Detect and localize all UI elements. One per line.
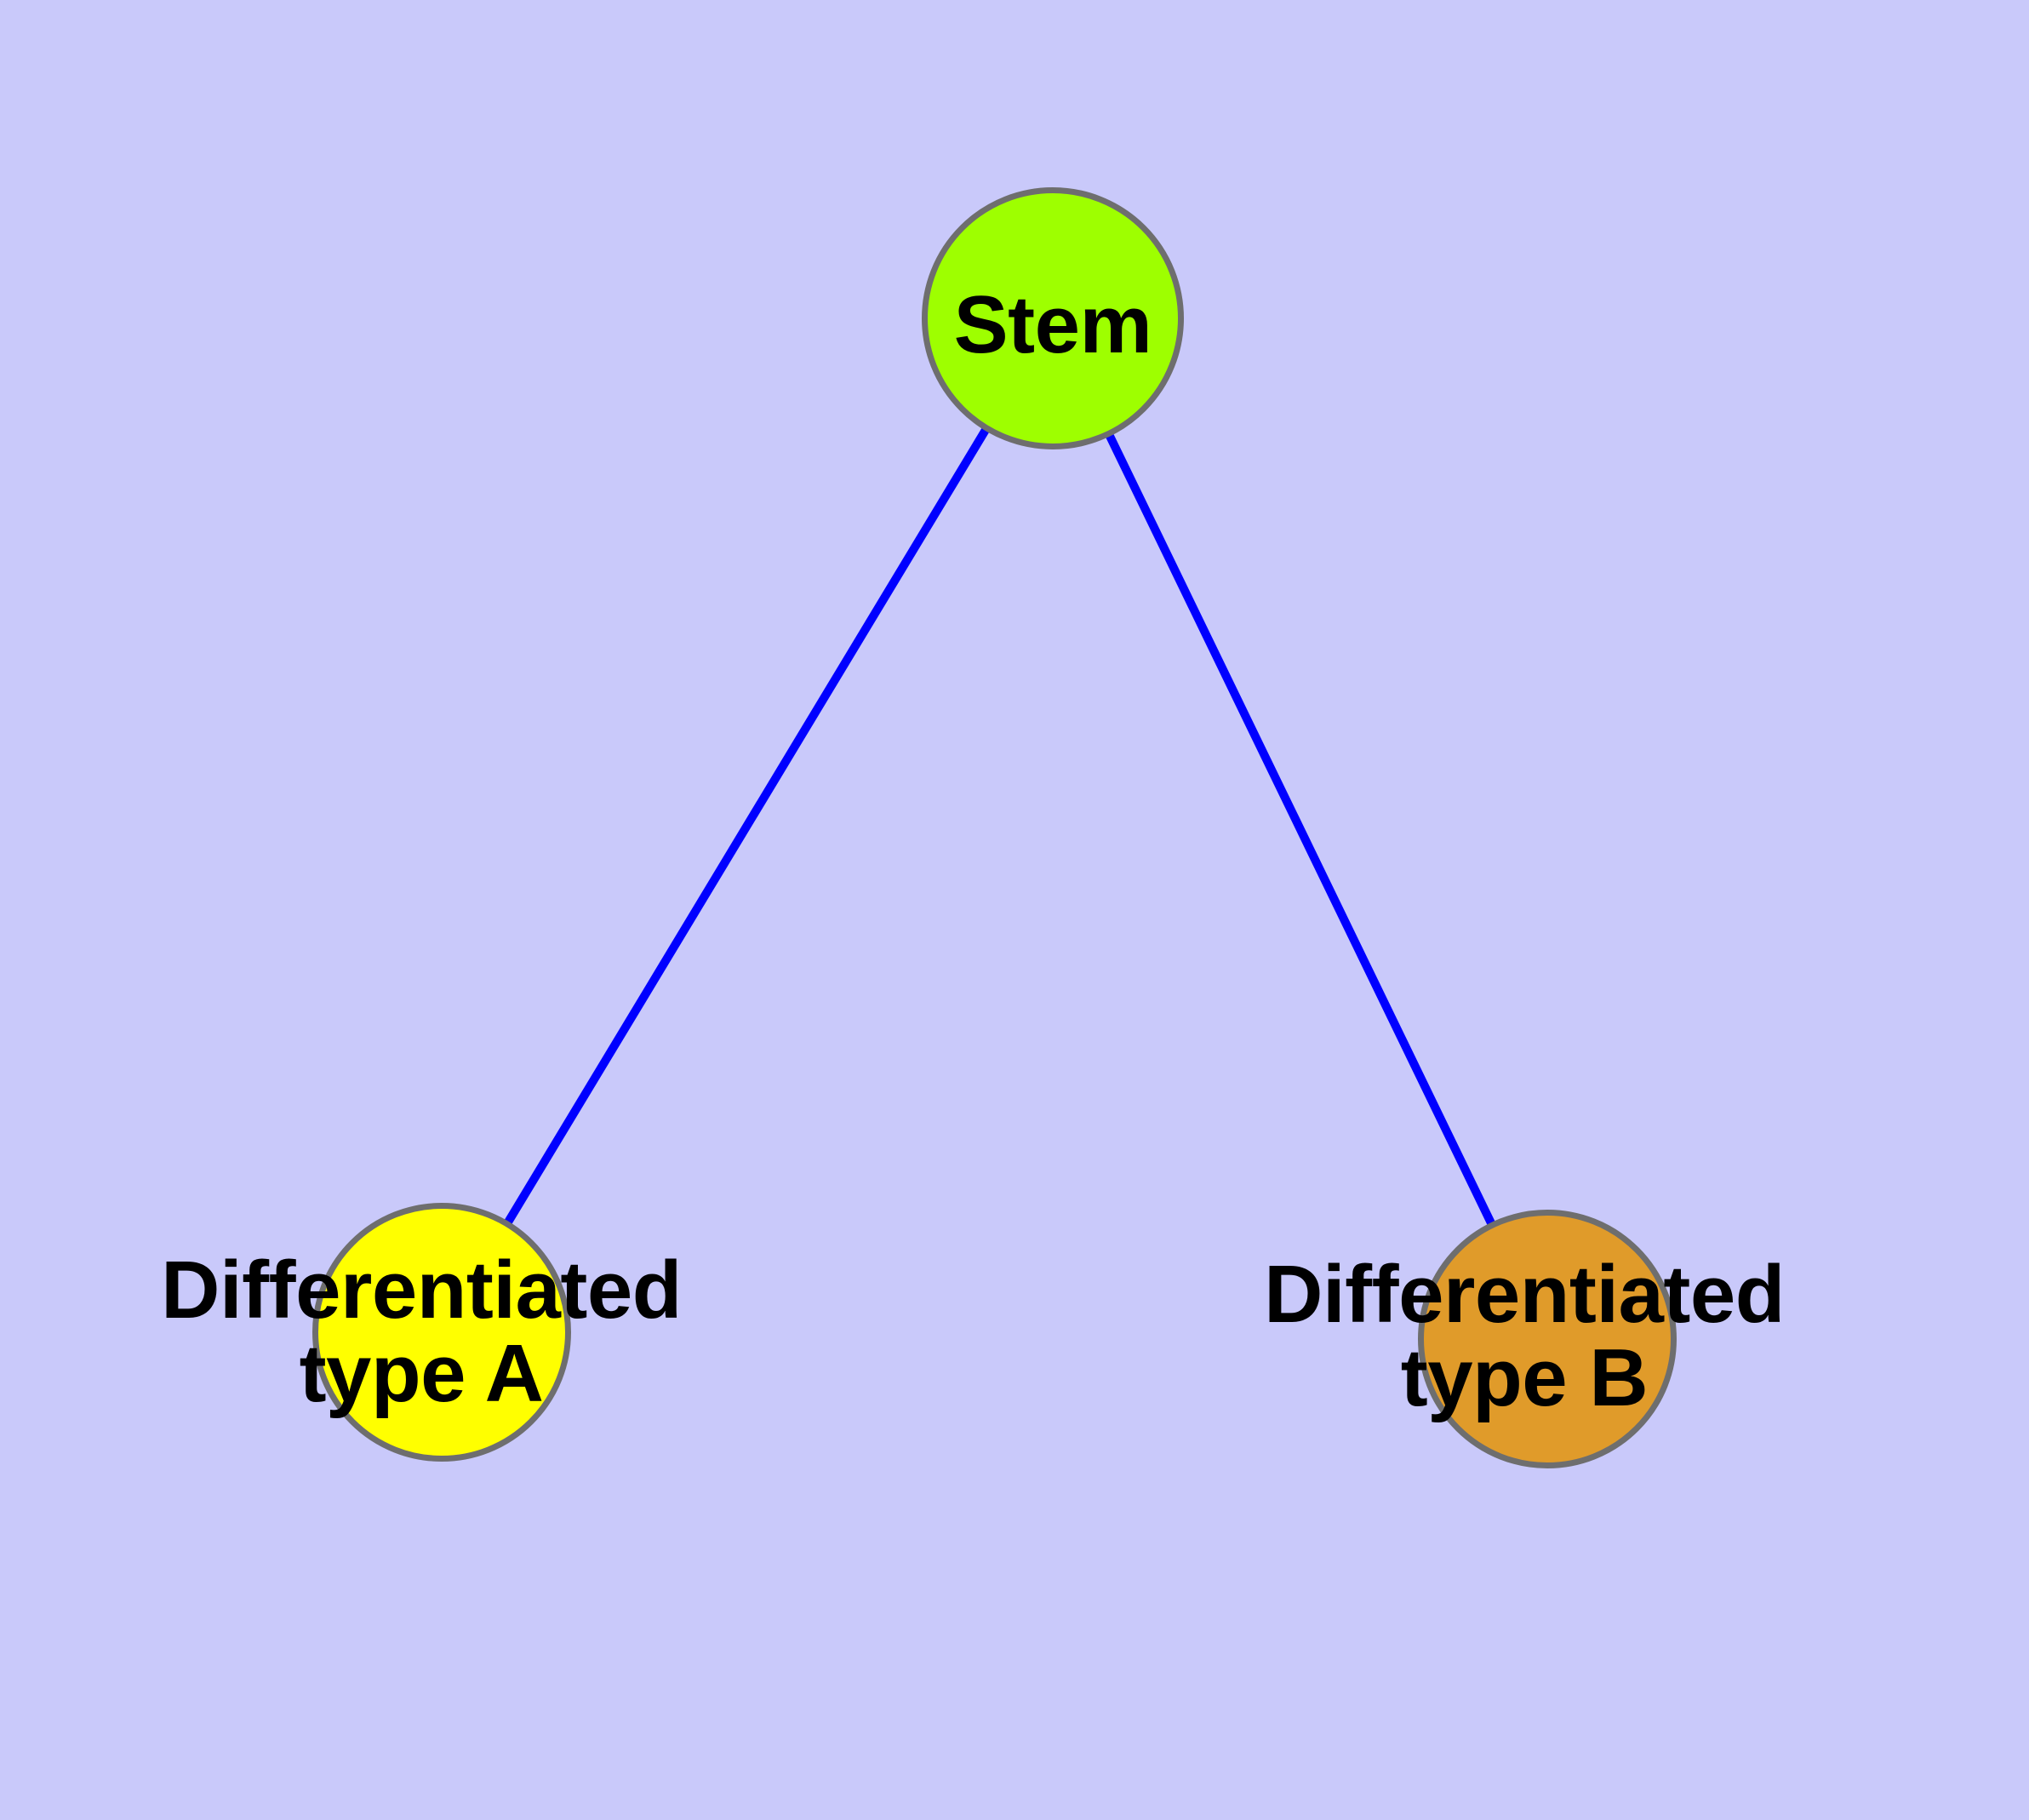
node-label-stem: Stem (953, 279, 1152, 371)
node-differentiated-type-a[interactable] (312, 1203, 571, 1462)
node-label-differentiated-type-a: Differentiated type A (161, 1245, 682, 1419)
node-stem[interactable] (922, 187, 1184, 449)
node-label-differentiated-type-b: Differentiated type B (1264, 1249, 1785, 1423)
edge-stem-to-differentiated-type-a[interactable] (437, 316, 1057, 1335)
node-differentiated-type-b[interactable] (1418, 1210, 1677, 1468)
edge-stem-to-differentiated-type-b[interactable] (1049, 316, 1552, 1342)
